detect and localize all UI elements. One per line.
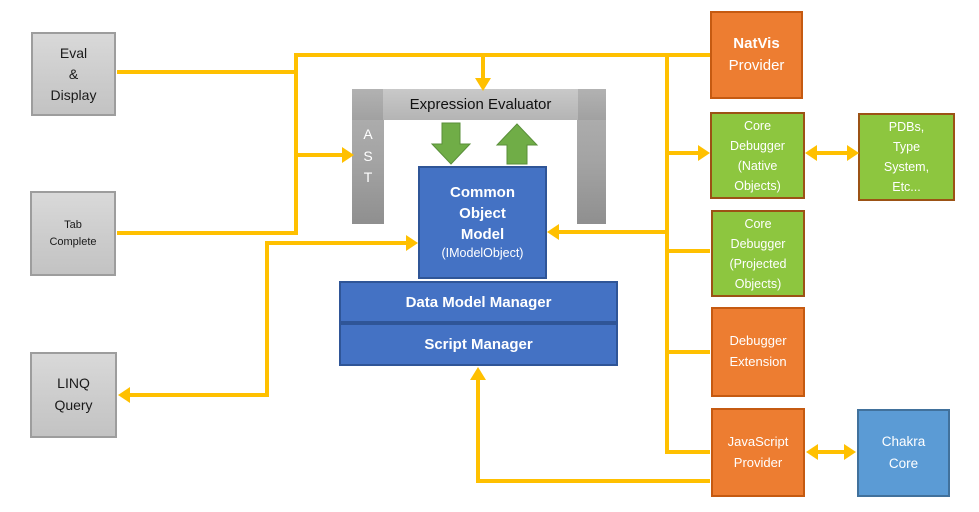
linq-query-line: LINQ xyxy=(57,375,90,392)
arrowhead-com-right xyxy=(547,224,559,240)
connector-right-trunk xyxy=(665,55,710,454)
pdbs-line: System, xyxy=(883,160,930,174)
debugger-extension-line: Debugger xyxy=(729,333,787,349)
cd-projected-line: Core xyxy=(744,216,772,231)
eval-display-line: & xyxy=(68,65,79,82)
tab-complete-line: Complete xyxy=(49,235,97,248)
arrowhead-js-provider xyxy=(806,444,818,460)
green-up-arrow xyxy=(495,123,539,165)
expression-evaluator-inner: Expression Evaluator xyxy=(383,89,578,120)
cd-projected-line: (Projected xyxy=(729,256,787,271)
debugger-extension-box: Debugger Extension xyxy=(711,307,805,397)
eval-display-line: Eval xyxy=(59,44,88,61)
pdbs-line: PDBs, xyxy=(888,120,925,134)
chakra-core-line: Core xyxy=(888,456,919,471)
com-line: Object xyxy=(459,205,506,223)
ast-letter: T xyxy=(363,169,373,186)
cd-projected-line: Debugger xyxy=(730,236,786,251)
arrowhead-script-manager xyxy=(470,367,486,380)
eval-display-line: Display xyxy=(50,86,97,103)
connector-trunk-top xyxy=(117,53,710,235)
chakra-core-line: Chakra xyxy=(881,434,926,450)
arrowhead-linq xyxy=(118,387,130,403)
natvis-line: Provider xyxy=(728,57,785,74)
tab-complete-line: Tab xyxy=(64,219,82,231)
cd-native-line: Core xyxy=(743,118,772,133)
ast-letter: S xyxy=(363,147,373,164)
cd-native-line: (Native xyxy=(737,158,778,173)
com-subtitle: (IModelObject) xyxy=(441,246,524,261)
eval-display-box: Eval & Display xyxy=(31,32,116,116)
arrowhead-com-left xyxy=(406,235,418,251)
chakra-core-box: Chakra Core xyxy=(857,409,950,497)
arrowhead-cd-native xyxy=(698,145,710,161)
cd-native-line: Objects) xyxy=(734,178,781,193)
expression-evaluator-bar: Expression Evaluator xyxy=(352,89,606,120)
debugger-extension-line: Extension xyxy=(729,354,787,369)
ast-letter: A xyxy=(363,125,373,142)
cd-native-line: Debugger xyxy=(730,138,785,153)
javascript-provider-line: Provider xyxy=(733,454,783,470)
connector-js-to-script-manager xyxy=(476,379,710,483)
com-line: Common xyxy=(450,184,515,202)
pdbs-box: PDBs, Type System, Etc... xyxy=(858,113,955,201)
arrowhead-cdnative xyxy=(805,145,817,161)
cd-projected-line: Objects) xyxy=(734,276,782,291)
pdbs-line: Type xyxy=(892,140,921,154)
script-manager-box: Script Manager xyxy=(339,323,618,366)
com-line: Model xyxy=(460,226,505,244)
core-debugger-native-box: Core Debugger (Native Objects) xyxy=(710,112,805,199)
tab-complete-box: Tab Complete xyxy=(30,191,116,276)
natvis-line: NatVis xyxy=(733,34,780,52)
core-debugger-projected-box: Core Debugger (Projected Objects) xyxy=(711,210,805,297)
linq-query-line: Query xyxy=(54,397,93,413)
expression-evaluator-label: Expression Evaluator xyxy=(409,96,552,113)
arrowhead-chakra xyxy=(844,444,856,460)
green-down-arrow xyxy=(430,122,472,165)
script-manager-label: Script Manager xyxy=(424,336,533,353)
pdbs-line: Etc... xyxy=(892,180,921,194)
javascript-provider-box: JavaScript Provider xyxy=(711,408,805,497)
data-model-manager-box: Data Model Manager xyxy=(339,281,618,323)
javascript-provider-line: JavaScript xyxy=(727,433,789,449)
linq-query-box: LINQ Query xyxy=(30,352,117,438)
common-object-model-box: Common Object Model (IModelObject) xyxy=(418,166,547,279)
natvis-provider-box: NatVis Provider xyxy=(710,11,803,99)
data-model-manager-label: Data Model Manager xyxy=(405,293,552,311)
